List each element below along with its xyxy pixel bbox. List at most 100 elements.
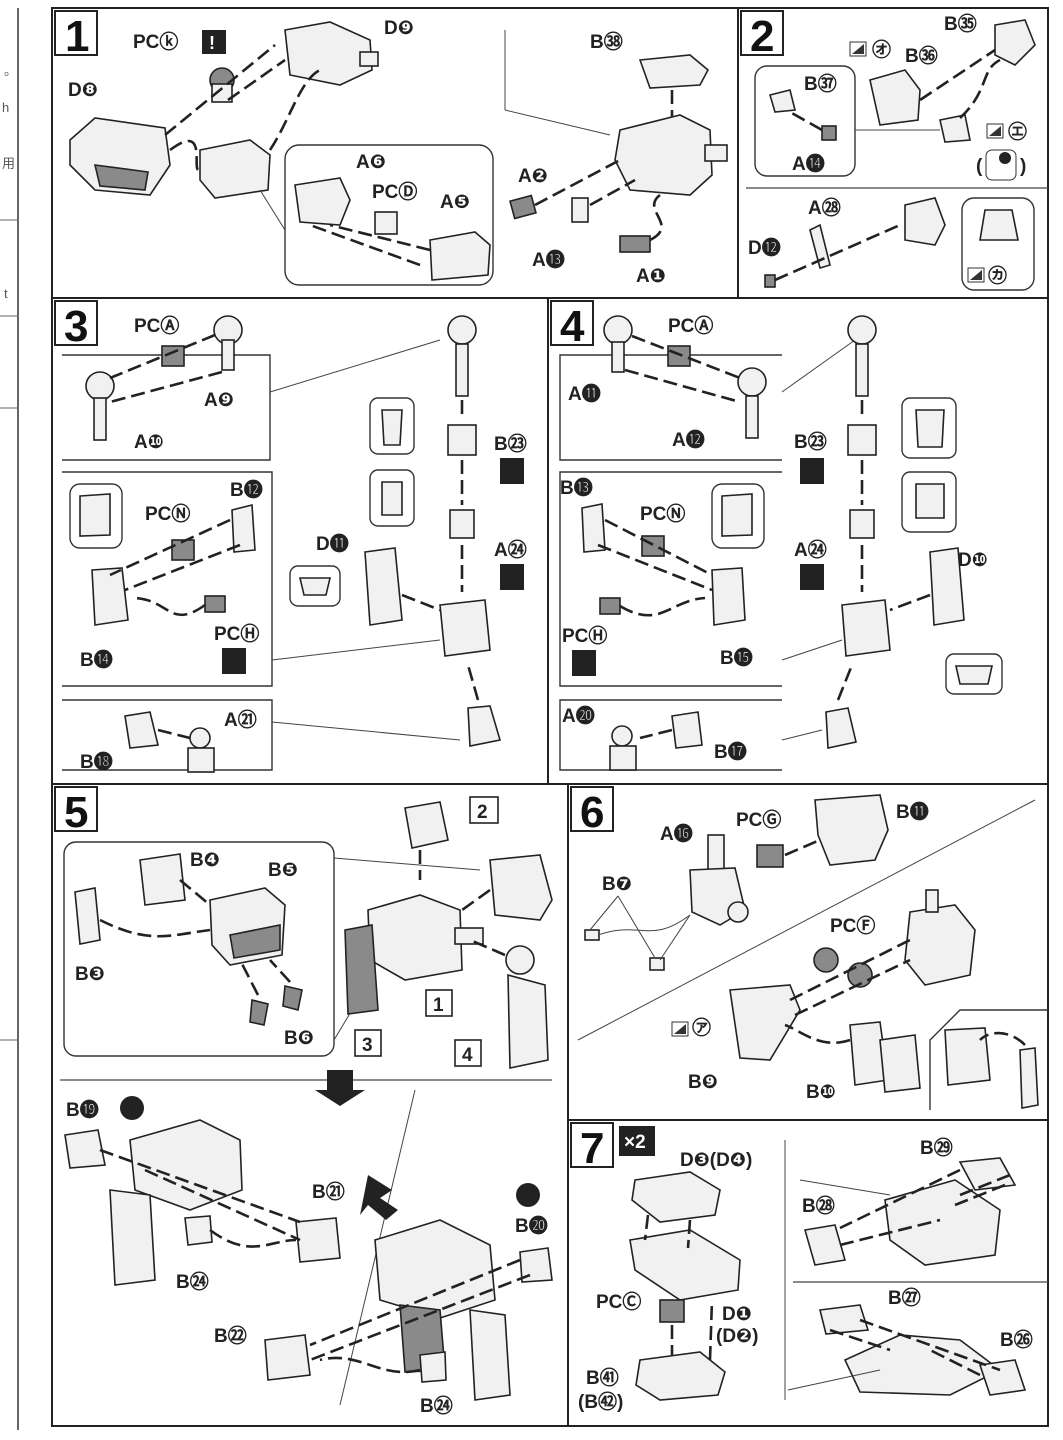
step-4-number: 4 bbox=[560, 302, 585, 351]
part-sub-assembly bbox=[199, 139, 271, 199]
step-5-badge: 5 bbox=[54, 786, 98, 837]
part-a1 bbox=[619, 235, 651, 253]
label-d11: D⓫ bbox=[316, 532, 349, 555]
part-a20 bbox=[611, 725, 633, 747]
diagonal-arrow-icon bbox=[360, 1175, 398, 1220]
step-3-number: 3 bbox=[64, 302, 88, 351]
part-head-detail bbox=[979, 209, 1019, 241]
label-a28: A㉘ bbox=[808, 196, 841, 219]
step-5-labels: B❹ B❺ B❸ B❻ 2 1 3 4 B⓳ B㉑ B㉔ B⓴ B㉒ B㉔ bbox=[66, 802, 548, 1417]
step-4-inset bbox=[711, 483, 765, 549]
part-pcd bbox=[374, 211, 398, 235]
label-pcf: PCⒻ bbox=[830, 914, 875, 937]
part-b41 bbox=[635, 1351, 726, 1401]
step-3-labels: PCⒶ A❾ A❿ B㉓ B⓬ PCⓃ A㉔ D⓫ B⓮ PCⒽ B⓲ A㉑ bbox=[80, 314, 527, 773]
ref-step-4 bbox=[454, 1039, 482, 1067]
part-pcg bbox=[756, 844, 784, 868]
label-b23-4: B㉓ bbox=[794, 430, 827, 453]
part-b18 bbox=[124, 711, 159, 749]
label-a24-3: A㉔ bbox=[494, 538, 527, 561]
part-b6-left bbox=[249, 998, 269, 1026]
label-pcn-4: PCⓃ bbox=[640, 502, 685, 525]
step-1-panel bbox=[69, 21, 728, 286]
side-strip: 。 h 用 t bbox=[0, 8, 19, 1430]
side-note-1: 。 bbox=[4, 63, 17, 78]
part-a13 bbox=[571, 197, 589, 223]
label-b20: B⓴ bbox=[515, 1215, 548, 1237]
ref-step-1 bbox=[425, 989, 453, 1017]
label-b17: B⓱ bbox=[714, 740, 747, 763]
part-a2 bbox=[509, 194, 537, 220]
label-sticker-a: ㋐ bbox=[692, 1016, 711, 1039]
part-b13 bbox=[581, 503, 606, 553]
ref-step-3 bbox=[354, 1029, 382, 1057]
label-b29: B㉙ bbox=[920, 1136, 953, 1159]
label-b42: (B㊷) bbox=[578, 1390, 623, 1413]
step-7-quantity-badge: ×2 bbox=[624, 1132, 646, 1153]
part-b36 bbox=[869, 69, 921, 126]
part-pch-3 bbox=[204, 595, 226, 613]
label-b18: B⓲ bbox=[80, 751, 113, 773]
part-torso-core bbox=[614, 114, 713, 196]
part-left-leg bbox=[344, 924, 379, 1015]
step-4-labels: PCⒶ A⓫ A⓬ B㉓ B⓭ PCⓃ A㉔ D❿ PCⒽ B⓯ A⓴ B⓱ bbox=[560, 314, 988, 763]
part-a11 bbox=[603, 315, 633, 345]
part-a21 bbox=[189, 727, 211, 749]
step-3-inset bbox=[69, 483, 123, 549]
step-6-number: 6 bbox=[580, 788, 604, 837]
part-pca-3 bbox=[161, 345, 185, 367]
ref-step-2 bbox=[469, 796, 499, 824]
label-b4: B❹ bbox=[190, 850, 220, 871]
label-sticker-e: ㋓ bbox=[1008, 120, 1027, 143]
step-6-labels: PCⒼ B⓫ A⓰ B❼ PCⒻ ㋐ B❾ B❿ bbox=[602, 800, 929, 1103]
part-d9 bbox=[284, 21, 373, 86]
part-pca-4 bbox=[667, 345, 691, 367]
label-pcc: PCⒸ bbox=[596, 1290, 641, 1313]
label-a12: A⓬ bbox=[672, 429, 705, 451]
label-a20: A⓴ bbox=[562, 705, 595, 727]
part-leg-back bbox=[109, 1189, 156, 1286]
part-b24-b bbox=[419, 1351, 447, 1383]
part-body-back bbox=[129, 1119, 243, 1211]
label-d8: D❽ bbox=[68, 80, 98, 101]
label-a9: A❾ bbox=[204, 390, 234, 411]
label-d2: (D❷) bbox=[716, 1326, 758, 1347]
label-pcd: PCⒹ bbox=[372, 180, 417, 203]
label-b19: B⓳ bbox=[66, 1099, 99, 1121]
part-b7-b bbox=[649, 957, 665, 971]
step-2-inset bbox=[754, 65, 856, 177]
part-a24-3 bbox=[449, 509, 475, 539]
part-d12 bbox=[764, 274, 776, 288]
part-a6 bbox=[294, 177, 351, 226]
label-b38: B㊳ bbox=[590, 30, 623, 53]
step-7-labels: D❸(D❹) B㉙ B㉘ PCⒸ D❶ (D❷) B㉗ B㉖ B㊶ (B㊷) bbox=[578, 1136, 1033, 1413]
part-leg-joint-4 bbox=[847, 315, 877, 345]
step-5-panel bbox=[63, 796, 553, 1406]
part-b24-a bbox=[184, 1215, 213, 1246]
sticker-dark-icon bbox=[516, 1183, 540, 1207]
label-d9: D❾ bbox=[384, 18, 414, 39]
part-pch-4 bbox=[599, 597, 621, 615]
step-1-inset bbox=[284, 144, 494, 286]
label-b15: B⓯ bbox=[720, 646, 753, 669]
label-b13: B⓭ bbox=[560, 477, 593, 499]
part-pcn-3 bbox=[171, 539, 195, 561]
part-leg-front bbox=[469, 1309, 511, 1401]
part-right-arm bbox=[507, 973, 549, 1069]
part-a14 bbox=[821, 125, 837, 141]
part-b20 bbox=[519, 1247, 553, 1283]
part-b23-4 bbox=[847, 424, 877, 456]
label-b23-3: B㉓ bbox=[494, 432, 527, 455]
part-b23-3 bbox=[447, 424, 477, 456]
label-ref-4: 4 bbox=[462, 1045, 473, 1066]
part-body-front bbox=[374, 1219, 496, 1319]
part-b3 bbox=[74, 887, 101, 945]
label-b26: B㉖ bbox=[1000, 1328, 1033, 1351]
label-b11-6: B⓫ bbox=[896, 800, 929, 823]
label-a11: A⓫ bbox=[568, 382, 601, 405]
part-torso-assembly bbox=[367, 894, 463, 981]
label-d12: D⓬ bbox=[748, 237, 781, 259]
part-backpack-core bbox=[904, 904, 976, 986]
step-4-panel bbox=[559, 315, 1003, 771]
